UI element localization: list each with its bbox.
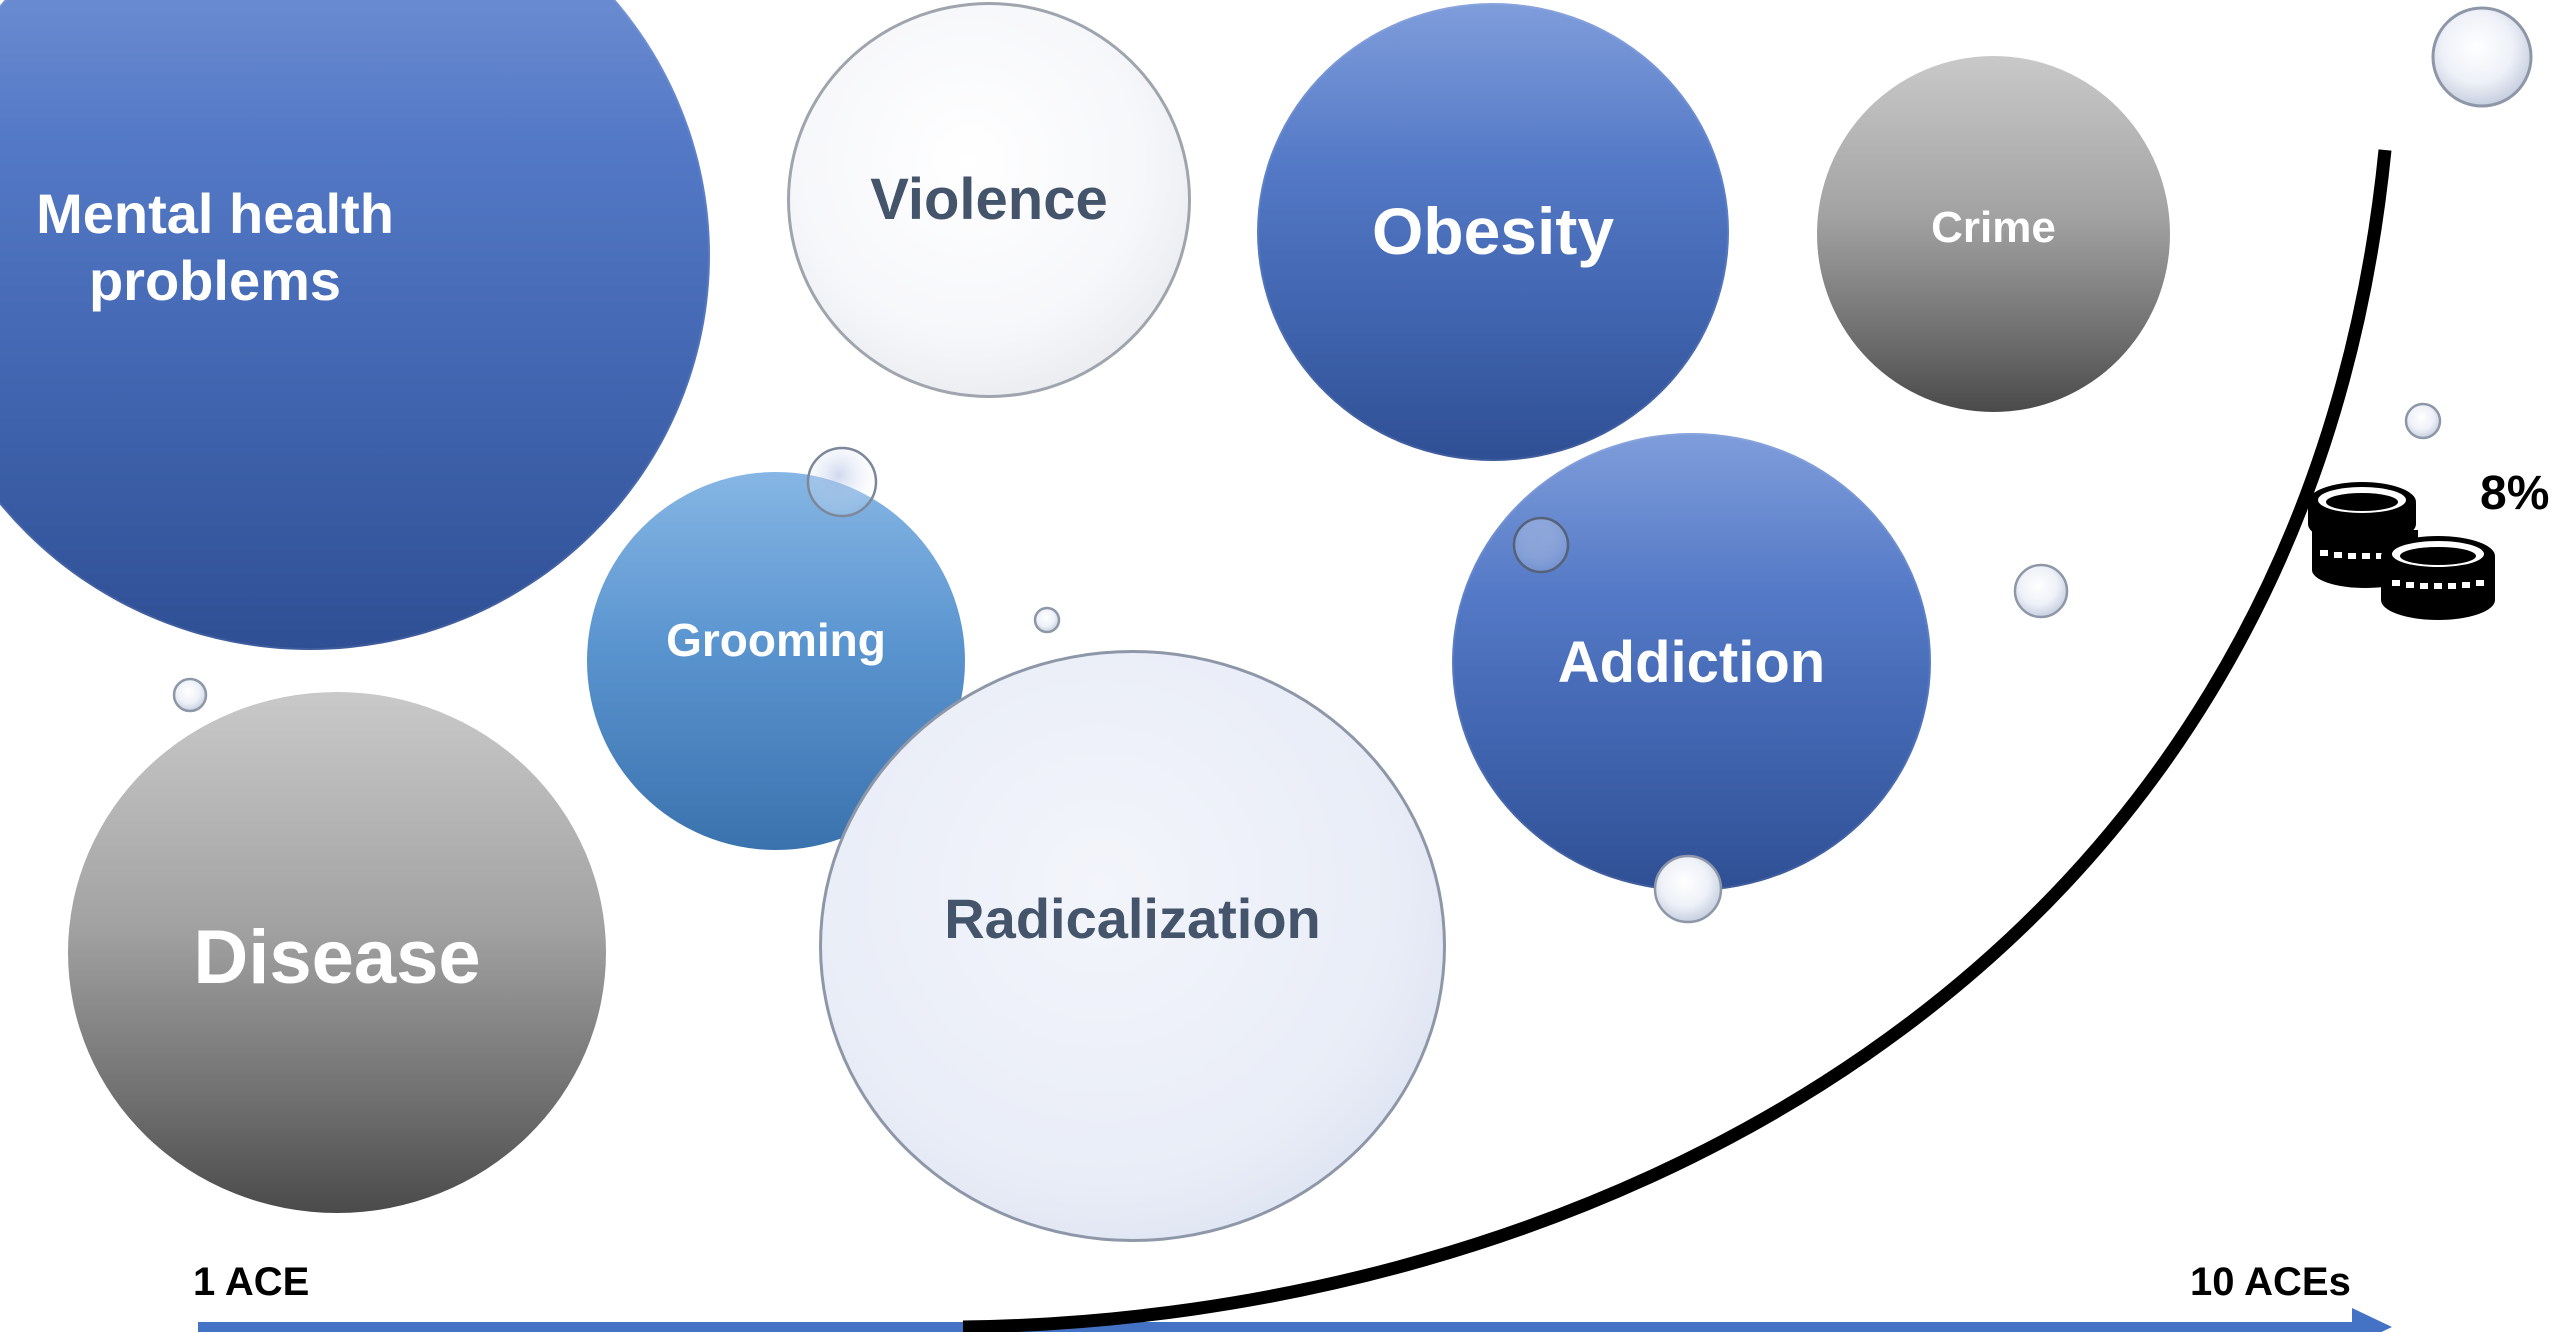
radicalization-bubble: Radicalization	[819, 650, 1446, 1242]
violence-bubble: Violence	[787, 2, 1191, 398]
small-bubble-top-right	[2431, 6, 2533, 108]
disease-bubble: Disease	[68, 692, 606, 1213]
small-bubble-grooming-top	[806, 446, 878, 518]
grooming-label: Grooming	[666, 614, 886, 667]
small-bubble-addiction-left	[1512, 516, 1570, 574]
axis-start-label: 1 ACE	[193, 1260, 310, 1304]
small-bubble-addiction-gap	[2013, 563, 2069, 619]
exponential-curve	[962, 149, 2392, 1332]
coins-stack-icon	[2308, 482, 2495, 620]
axis-end-label: 10 ACEs	[2190, 1260, 2351, 1304]
grooming-bubble: Grooming	[587, 472, 965, 850]
mental-health-label: Mental health problems	[36, 182, 394, 313]
small-bubble-right-mid	[2404, 402, 2442, 440]
mental-health-bubble: Mental health problems	[0, 0, 710, 650]
obesity-bubble: Obesity	[1257, 3, 1729, 461]
obesity-label: Obesity	[1371, 194, 1615, 269]
crime-bubble: Crime	[1817, 56, 2170, 412]
small-bubble-addiction-bottom	[1653, 854, 1723, 924]
addiction-bubble: Addiction	[1452, 433, 1931, 891]
small-bubble-left	[172, 677, 208, 713]
cost-percent-label: 8%	[2480, 467, 2550, 520]
violence-label: Violence	[870, 167, 1108, 233]
disease-label: Disease	[193, 914, 481, 1000]
decorative-bubbles	[172, 6, 2533, 924]
crime-label: Crime	[1931, 202, 2056, 252]
ace-axis	[198, 1308, 2392, 1332]
small-bubble-center	[1033, 606, 1061, 634]
addiction-label: Addiction	[1557, 630, 1826, 696]
radicalization-label: Radicalization	[944, 886, 1321, 950]
axis-arrowhead	[2352, 1308, 2392, 1332]
